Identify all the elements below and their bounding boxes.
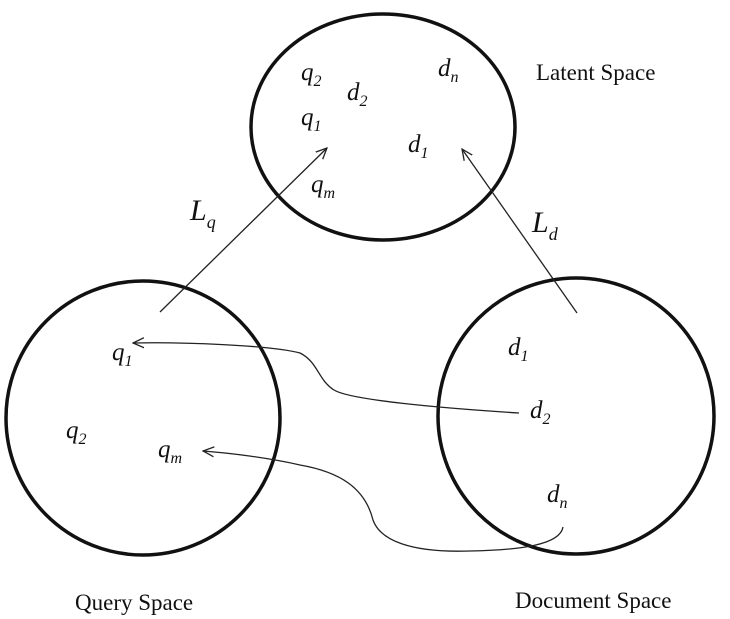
document-d2: d2 [530, 397, 551, 428]
document-space-label: Document Space [515, 588, 671, 613]
document-dn: dn [547, 481, 568, 512]
document-d1: d1 [508, 334, 529, 365]
query-qm: qm [158, 436, 182, 467]
latent-q2: q2 [301, 59, 322, 90]
query-q1: q1 [112, 339, 133, 370]
latent-q1: q1 [301, 104, 322, 135]
latent-space-circle [249, 12, 517, 242]
dn-qm-link-arrow [203, 451, 564, 552]
document-space-circle [436, 276, 716, 556]
query-space-circle [4, 279, 282, 557]
q1-d2-link-arrow [133, 343, 520, 414]
latent-dn: dn [438, 55, 459, 86]
query-mapping-label: Lq [189, 194, 216, 232]
query-space-label: Query Space [75, 590, 193, 615]
query-mapping-arrow [159, 148, 327, 313]
latent-d2: d2 [347, 79, 368, 110]
latent-space-label: Latent Space [536, 60, 655, 85]
document-mapping-arrow [462, 149, 578, 314]
query-q2: q2 [66, 417, 87, 448]
latent-qm: qm [311, 171, 335, 202]
document-mapping-label: Ld [531, 206, 559, 244]
latent-d1: d1 [408, 131, 429, 162]
